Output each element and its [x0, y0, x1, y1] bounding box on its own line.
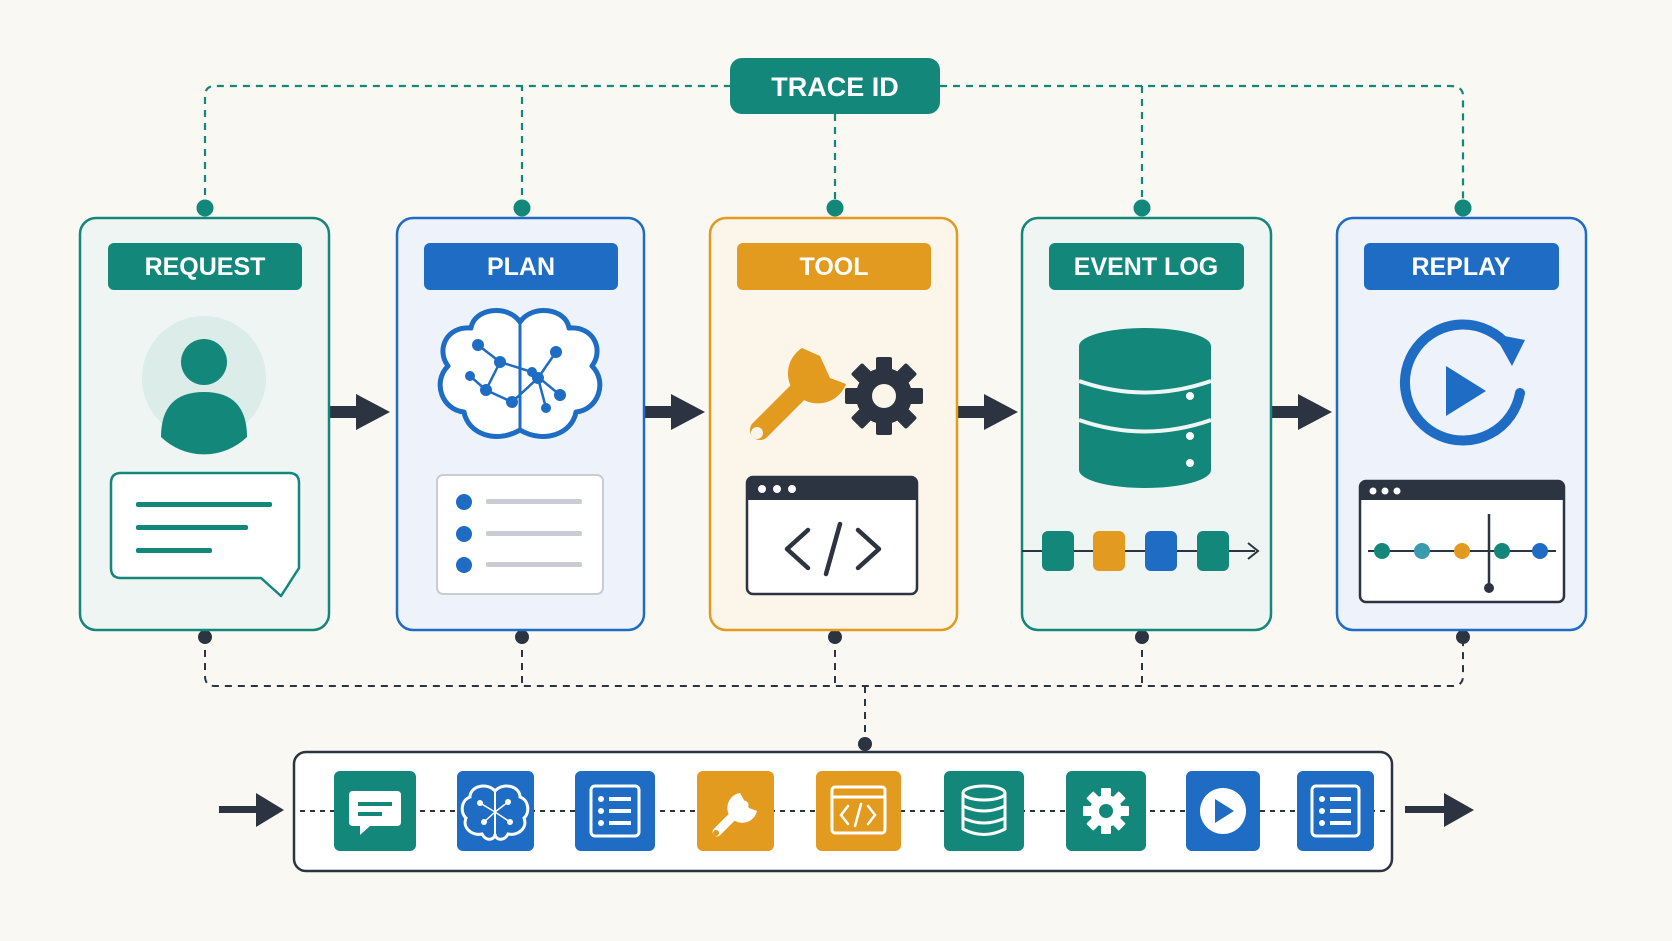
code-window-icon [745, 475, 919, 596]
event-timeline-icon [1022, 531, 1260, 571]
arrow-request-to-plan [330, 394, 390, 430]
stage-card-plan: PLAN [395, 216, 646, 632]
user-avatar-icon [142, 316, 266, 455]
stage-flow-arrows [330, 394, 1332, 430]
timeline-list-icon [1297, 771, 1374, 851]
stage-label-request: REQUEST [145, 253, 266, 281]
timeline-wrench-icon [697, 771, 774, 851]
stage-label-tool: TOOL [800, 253, 869, 281]
stage-label-badge [108, 243, 302, 290]
stage-label-replay: REPLAY [1411, 253, 1510, 281]
stage-card-request: REQUEST [78, 216, 331, 632]
trace-connector-dots-bottom [198, 630, 1470, 751]
checklist-icon [436, 474, 604, 595]
replay-timeline-window-icon [1358, 479, 1566, 604]
stage-label-badge [737, 243, 931, 290]
timeline-gear-icon [1066, 771, 1146, 851]
bottom-event-timeline [219, 750, 1474, 873]
database-icon [1078, 328, 1212, 488]
arrow-tool-to-eventlog [958, 394, 1018, 430]
stage-label-plan: PLAN [487, 253, 555, 281]
stage-label-badge [1364, 243, 1559, 290]
timeline-output-arrow [1405, 793, 1474, 827]
stage-label-badge [1049, 243, 1244, 290]
stage-label-event-log: EVENT LOG [1074, 253, 1218, 281]
stage-label-badge [424, 243, 618, 290]
trace-connector-dots-top [196, 199, 1472, 217]
timeline-brain-icon [457, 771, 534, 851]
brain-network-icon [437, 308, 603, 439]
trace-id-label: TRACE ID [771, 72, 899, 102]
timeline-play-icon [1186, 771, 1260, 851]
stage-card-event-log: EVENT LOG [1020, 216, 1273, 632]
chat-bubble-icon [109, 471, 301, 598]
trace-id-badge: TRACE ID [730, 58, 940, 114]
timeline-code-icon [816, 771, 901, 851]
arrow-eventlog-to-replay [1272, 394, 1332, 430]
wrench-icon [750, 348, 846, 440]
timeline-chat-icon [334, 771, 416, 851]
replay-icon [1399, 319, 1525, 446]
arrow-plan-to-tool [645, 394, 705, 430]
gear-icon [845, 357, 923, 435]
timeline-list-icon [575, 771, 655, 851]
stage-card-replay: REPLAY [1335, 216, 1588, 632]
timeline-database-icon [944, 771, 1024, 851]
timeline-input-arrow [219, 793, 284, 827]
trace-connectors-bottom [204, 637, 1464, 744]
trace-connectors-top [203, 84, 1465, 208]
stage-card-tool: TOOL [708, 216, 959, 632]
